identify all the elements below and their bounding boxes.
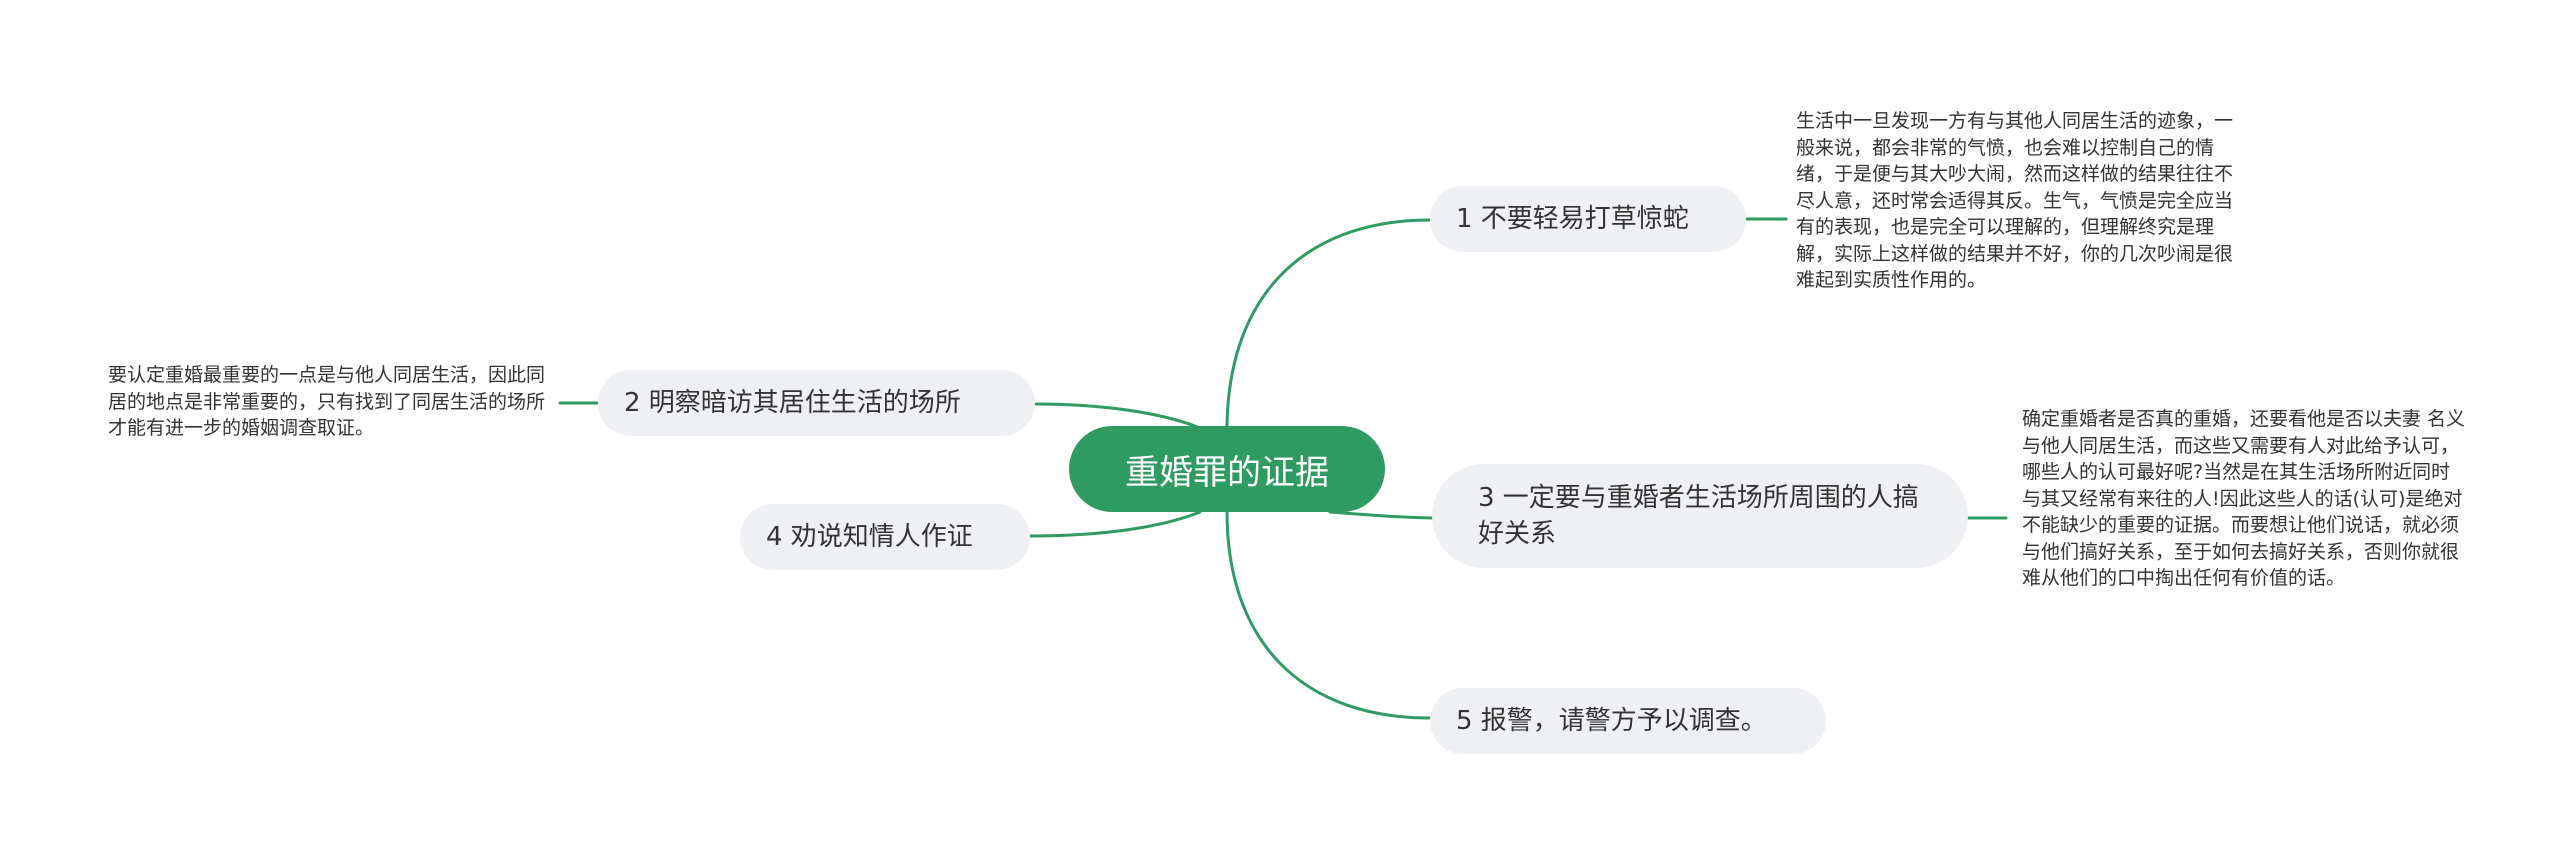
branch-topic-2-label: 2 明察暗访其居住生活的场所 (624, 388, 961, 418)
root-topic-label: 重婚罪的证据 (1125, 452, 1329, 493)
note-branch-3: 确定重婚者是否真的重婚，还要看他是否以夫妻 名义与他人同居生活，而这些又需要有人… (2022, 408, 2466, 589)
branch-topic-5-label: 5 报警，请警方予以调查。 (1456, 706, 1767, 736)
branch-topic-3[interactable]: 3 一定要与重婚者生活场所周围的人搞好关系 (1432, 464, 1968, 568)
branch-topic-4-label: 4 劝说知情人作证 (766, 522, 973, 552)
note-branch-2: 要认定重婚最重要的一点是与他人同居生活，因此同居的地点是非常重要的，只有找到了同… (108, 364, 546, 439)
connector-branch-3 (1328, 510, 1438, 520)
connector-branch-2 (1033, 402, 1202, 430)
branch-topic-5[interactable]: 5 报警，请警方予以调查。 (1430, 688, 1826, 754)
branch-topic-1[interactable]: 1 不要轻易打草惊蛇 (1430, 186, 1746, 252)
note-branch-1: 生活中一旦发现一方有与其他人同居生活的迹象，一般来说，都会非常的气愤，也会难以控… (1796, 110, 2234, 291)
connector-branch-5 (1225, 510, 1432, 720)
branch-topic-3-label: 3 一定要与重婚者生活场所周围的人搞好关系 (1478, 483, 1919, 549)
branch-topic-2[interactable]: 2 明察暗访其居住生活的场所 (598, 370, 1035, 436)
connector-branch-4 (1028, 510, 1202, 538)
root-topic[interactable]: 重婚罪的证据 (1069, 426, 1385, 512)
branch-topic-4[interactable]: 4 劝说知情人作证 (740, 504, 1030, 570)
branch-topic-1-label: 1 不要轻易打草惊蛇 (1456, 204, 1689, 234)
connector-branch-1 (1225, 218, 1432, 432)
